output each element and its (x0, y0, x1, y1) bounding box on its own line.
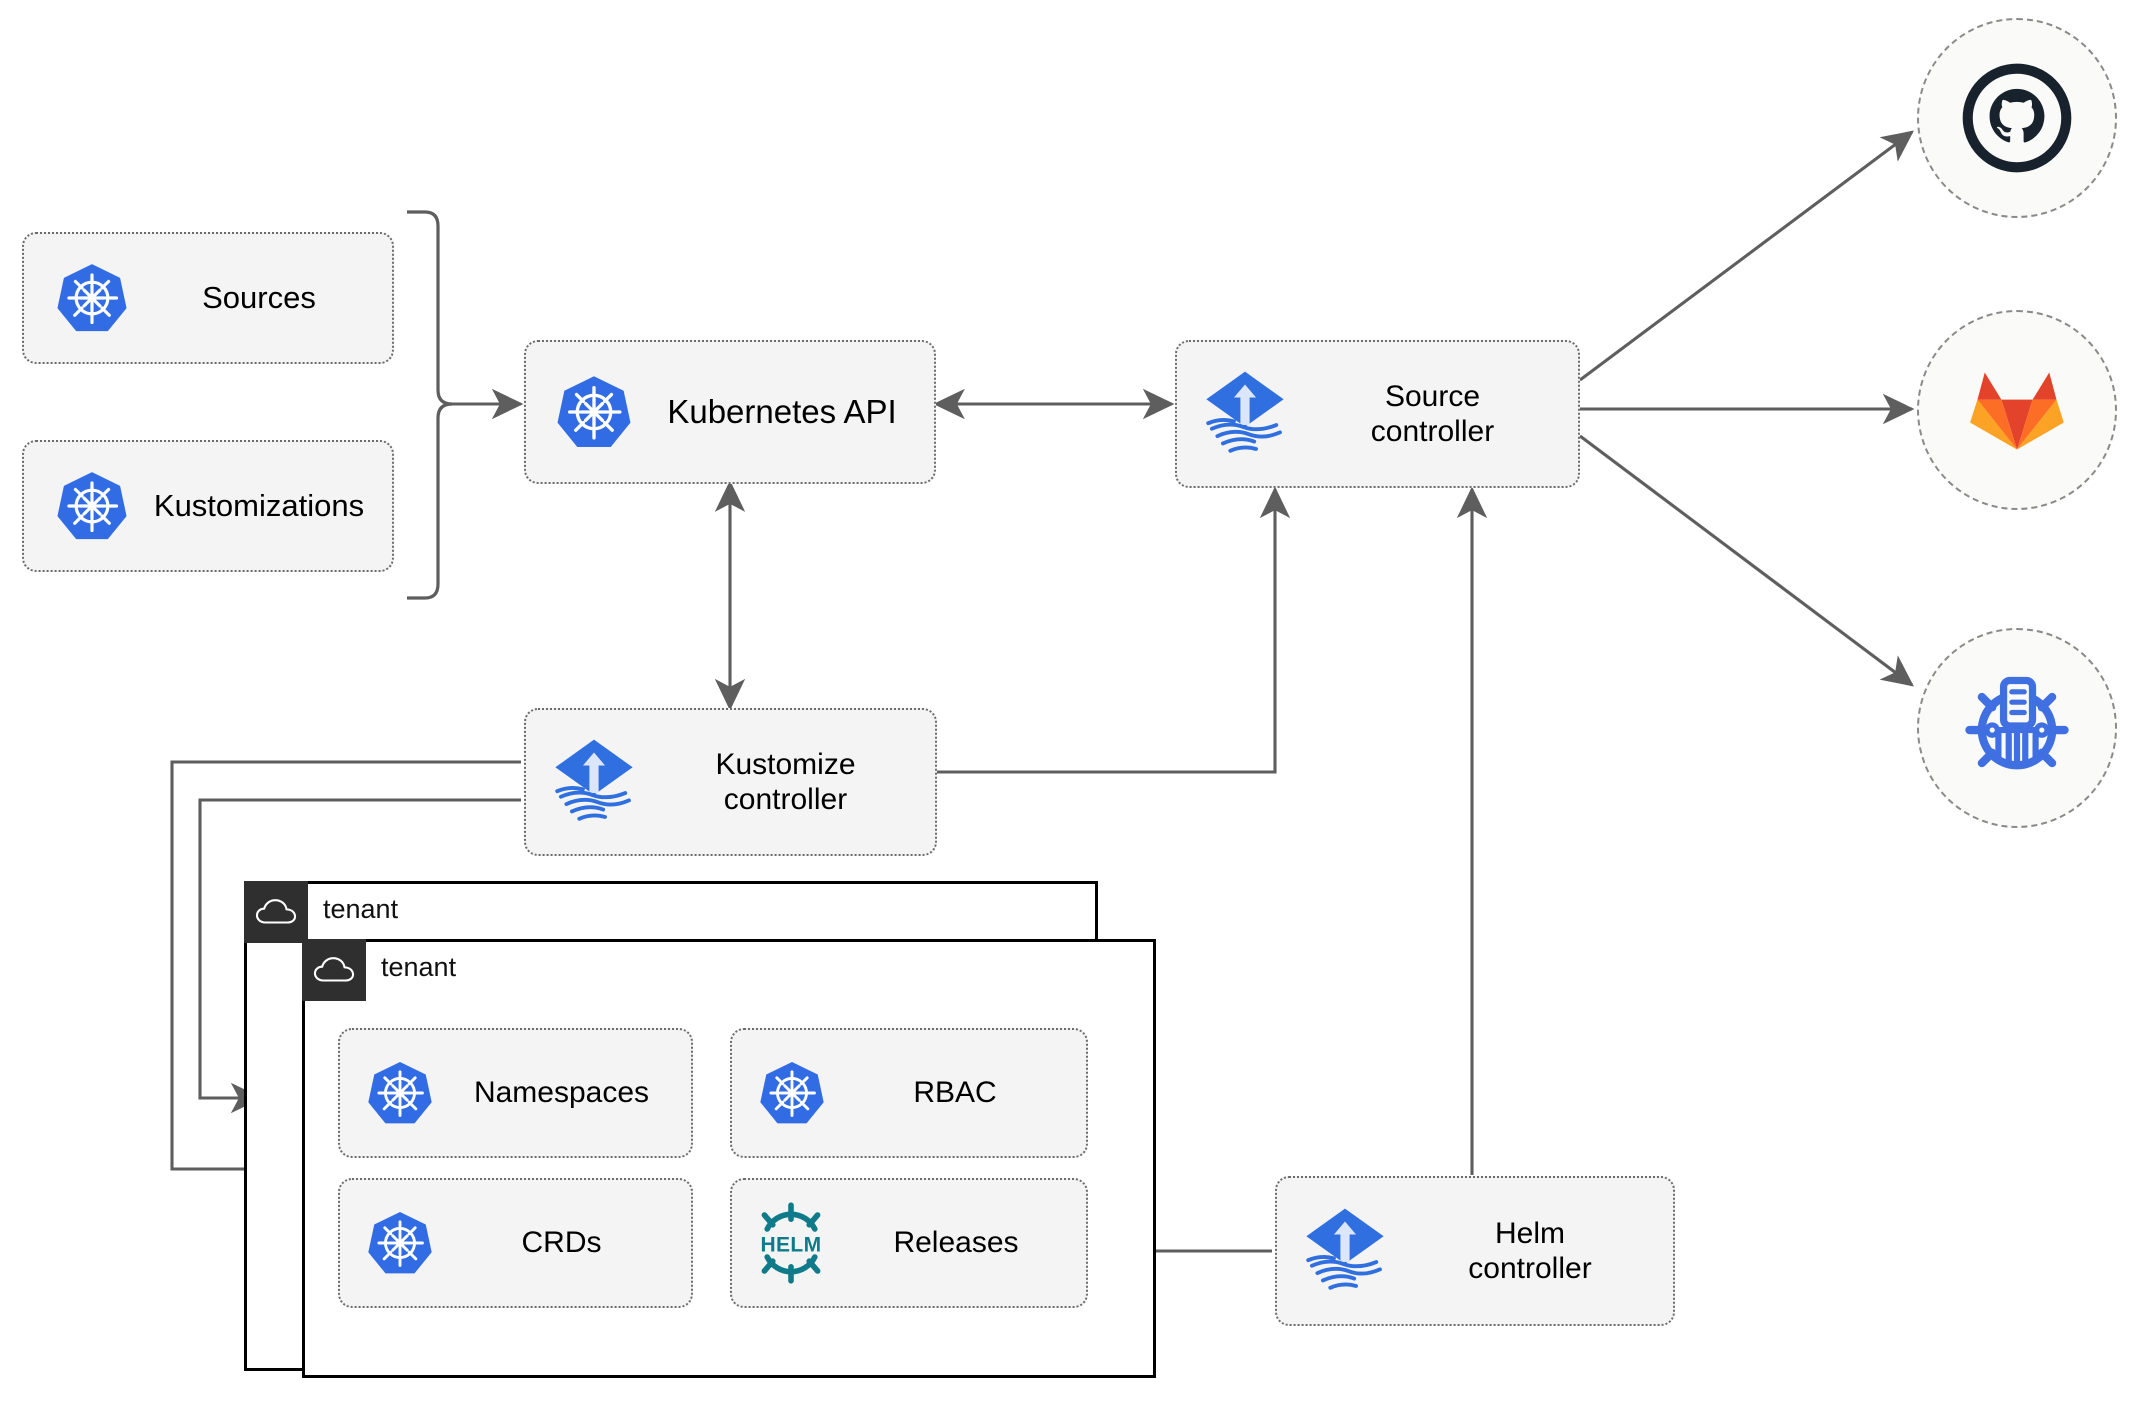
resource-card-sources[interactable]: Sources (22, 232, 394, 364)
node-label: Helm controller (1468, 1216, 1592, 1285)
kubernetes-icon (748, 1060, 836, 1126)
resource-card-kustomizations[interactable]: Kustomizations (22, 440, 394, 572)
node-label: Kustomize controller (715, 747, 856, 816)
tenant-item-releases[interactable]: Releases (730, 1178, 1088, 1308)
edge-group-bracket (407, 210, 453, 600)
edge-source-github (1579, 130, 1914, 382)
tenant-item-crds[interactable]: CRDs (338, 1178, 693, 1308)
node-kubernetes-api[interactable]: Kubernetes API (524, 340, 936, 484)
helm-icon (744, 1201, 838, 1285)
kubernetes-icon (356, 1060, 444, 1126)
tenant-item-rbac[interactable]: RBAC (730, 1028, 1088, 1158)
node-helm-controller[interactable]: Helm controller (1275, 1176, 1675, 1326)
node-label: Source controller (1370, 379, 1495, 448)
tenant-item-label: CRDs (521, 1226, 602, 1260)
resource-label: Kustomizations (153, 487, 365, 523)
helm-repository-icon (1955, 666, 2079, 790)
node-kustomize-controller[interactable]: Kustomize controller (524, 708, 937, 856)
tenant-label: tenant (323, 894, 399, 924)
flux-icon (540, 736, 648, 828)
tenant-item-namespaces[interactable]: Namespaces (338, 1028, 693, 1158)
endpoint-gitlab[interactable] (1917, 310, 2117, 510)
node-label: Kubernetes API (667, 392, 897, 430)
node-source-controller[interactable]: Source controller (1175, 340, 1580, 488)
flux-icon (1191, 368, 1299, 460)
edge-source-bucket (1579, 434, 1914, 687)
tenant-item-label: RBAC (913, 1076, 997, 1110)
kubernetes-icon (46, 470, 138, 542)
flux-icon (1291, 1205, 1399, 1297)
tenant-item-label: Releases (893, 1226, 1019, 1260)
kubernetes-icon (356, 1210, 444, 1276)
kubernetes-icon (546, 374, 642, 450)
endpoint-helm-repository[interactable] (1917, 628, 2117, 828)
kubernetes-icon (46, 262, 138, 334)
tenant-header-back (244, 881, 308, 943)
tenant-label: tenant (381, 952, 457, 982)
gitlab-icon (1965, 358, 2069, 462)
tenant-item-label: Namespaces (473, 1076, 650, 1110)
github-icon (1961, 62, 2073, 174)
cloud-icon (255, 897, 297, 927)
tenant-front[interactable]: tenant (302, 939, 1156, 1378)
endpoint-github[interactable] (1917, 18, 2117, 218)
edge-kustomize-source (937, 486, 1291, 774)
tenant-header-front (302, 939, 366, 1001)
resource-label: Sources (202, 279, 316, 315)
cloud-icon (313, 955, 355, 985)
